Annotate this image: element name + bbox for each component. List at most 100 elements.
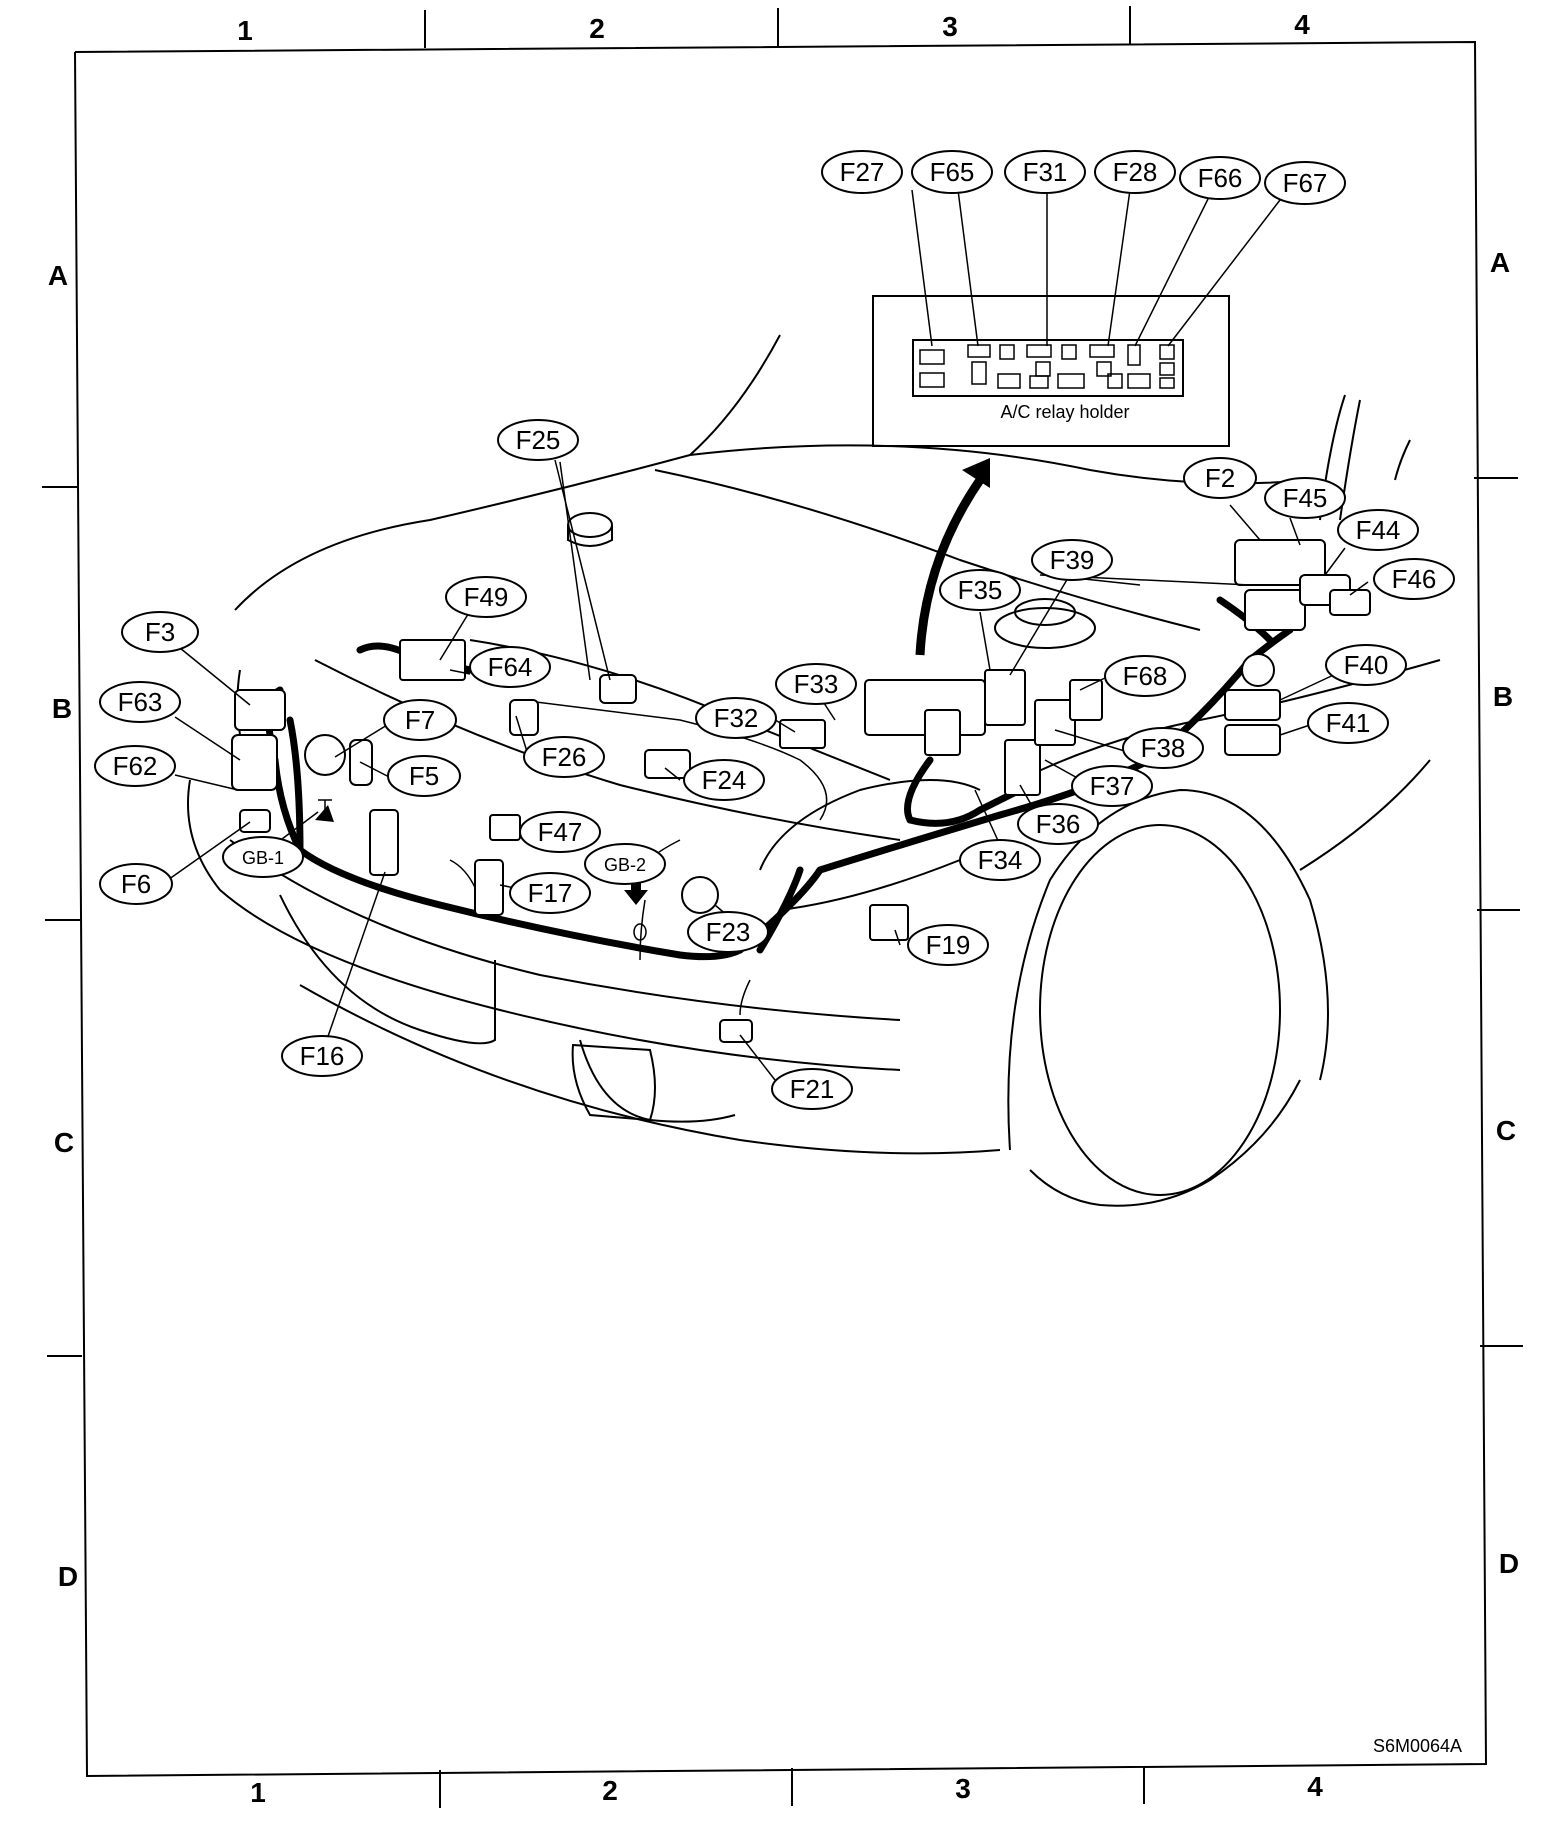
grid-row-label: B (1493, 681, 1513, 712)
callout-label: F65 (930, 157, 975, 187)
callout-f44 (1337, 509, 1419, 551)
relay-socket (919, 372, 945, 388)
callout-f41 (1307, 702, 1389, 744)
callout-label: F66 (1198, 163, 1243, 193)
grid-row-label: A (48, 260, 68, 291)
callout-f46 (1373, 558, 1455, 600)
connector-block (509, 699, 539, 736)
callout-label: F32 (714, 703, 759, 733)
diagram-frame (42, 6, 1523, 1808)
relay-holder-frame (872, 295, 1230, 447)
grid-column-label: 1 (237, 15, 253, 46)
callout-f62 (94, 745, 176, 787)
callout-gb1 (222, 836, 304, 878)
connector-block (1004, 739, 1041, 796)
callout-label: F28 (1113, 157, 1158, 187)
connector-round (681, 876, 719, 914)
callout-label: F36 (1036, 809, 1081, 839)
callout-label: F34 (978, 845, 1023, 875)
grid-column-label: 4 (1294, 9, 1310, 40)
pointer-arrow (915, 458, 990, 656)
callout-label: GB-1 (242, 848, 284, 868)
connector-block (1244, 589, 1306, 631)
connector-block (474, 859, 504, 916)
grid-column-label: 1 (250, 1777, 266, 1808)
callout-f2 (1183, 457, 1257, 499)
callout-label: F16 (300, 1041, 345, 1071)
relay-socket (1026, 344, 1052, 358)
callout-label: F44 (1356, 515, 1401, 545)
relay-socket (1061, 344, 1077, 360)
grid-row-label: B (52, 693, 72, 724)
callout-label: F39 (1050, 545, 1095, 575)
relay-socket (1057, 373, 1085, 389)
grid-labels: 1 2 3 4 1 2 3 4 A B C D A B C D (48, 9, 1519, 1808)
callout-label: F38 (1141, 733, 1186, 763)
relay-socket (999, 344, 1015, 360)
callout-label: F64 (488, 652, 533, 682)
callout-label: F6 (121, 869, 151, 899)
callout-f34 (959, 839, 1041, 881)
callout-f17 (509, 872, 591, 914)
relay-socket (1127, 344, 1141, 366)
callout-label: F26 (542, 742, 587, 772)
connector-block (489, 814, 521, 841)
callout-f49 (445, 576, 527, 618)
callout-label: F21 (790, 1074, 835, 1104)
callout-f21 (771, 1068, 853, 1110)
callout-f36 (1017, 803, 1099, 845)
callout-label: F24 (702, 765, 747, 795)
callout-label: F5 (409, 761, 439, 791)
connector-round (304, 734, 346, 776)
callout-f24 (683, 759, 765, 801)
relay-socket (1159, 344, 1175, 360)
grid-row-label: D (58, 1561, 78, 1592)
callout-label: F3 (145, 617, 175, 647)
callout-f64 (469, 646, 551, 688)
callout-label: F27 (840, 157, 885, 187)
connector-block (599, 674, 637, 704)
callout-label: F35 (958, 575, 1003, 605)
grid-row-label: A (1490, 247, 1510, 278)
relay-socket (1096, 361, 1112, 377)
figure-code: S6M0064A (1373, 1736, 1462, 1756)
callout-f33 (775, 663, 857, 705)
callout-f63 (99, 681, 181, 723)
relay-socket (971, 361, 987, 385)
connector-block (1224, 689, 1281, 721)
callout-f19 (907, 924, 989, 966)
callout-f39 (1031, 539, 1113, 581)
relay-socket (997, 373, 1021, 389)
relay-socket (1035, 361, 1051, 377)
callout-f35 (939, 569, 1021, 611)
callout-f26 (523, 736, 605, 778)
callout-label: F67 (1283, 168, 1328, 198)
relay-socket (1127, 373, 1151, 389)
callout-f23 (687, 911, 769, 953)
grid-column-label: 2 (589, 13, 605, 44)
callout-label: F49 (464, 582, 509, 612)
callout-label: F19 (926, 930, 971, 960)
callout-f25 (497, 419, 579, 461)
connector-round (1241, 653, 1275, 687)
callout-f3 (121, 611, 199, 653)
grid-row-label: C (1496, 1115, 1516, 1146)
callout-label: F33 (794, 669, 839, 699)
relay-socket (967, 344, 991, 358)
callout-gb2 (584, 843, 666, 885)
relay-socket (919, 349, 945, 365)
callout-f68 (1104, 655, 1186, 697)
connector-block (369, 809, 399, 876)
grid-row-label: D (1499, 1548, 1519, 1579)
callout-label: F47 (538, 817, 583, 847)
callout-f40 (1325, 644, 1407, 686)
relay-holder-body (912, 339, 1184, 397)
relay-socket (1107, 373, 1123, 389)
callout-label: F68 (1123, 661, 1168, 691)
callout-label: F23 (706, 917, 751, 947)
ground-terminal (633, 923, 647, 941)
callout-f37 (1071, 765, 1153, 807)
callout-f47 (519, 811, 601, 853)
callout-f45 (1264, 477, 1346, 519)
